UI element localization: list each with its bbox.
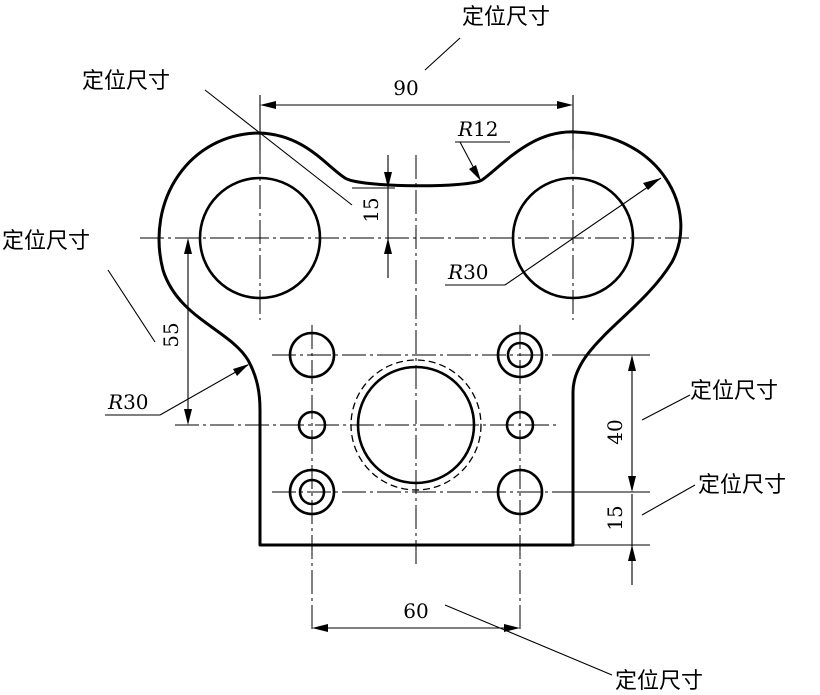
dimension-40: 40 <box>560 354 650 493</box>
locate-dim-label-top: 定位尺寸 <box>462 5 550 30</box>
leader-right-40 <box>641 394 691 421</box>
dimension-60: 60 <box>312 599 520 632</box>
dim-40-text: 40 <box>603 419 627 444</box>
radius-r30-right: R30 <box>445 177 662 286</box>
locate-dim-label-upper-left: 定位尺寸 <box>82 69 170 94</box>
dimension-90: 90 <box>259 76 574 150</box>
dim-60-text: 60 <box>403 599 428 623</box>
leader-left <box>107 269 156 343</box>
leader-right-15 <box>641 484 696 516</box>
r12-label: R12 <box>457 117 499 141</box>
r30-left-label: R30 <box>107 390 149 414</box>
dimension-15-right: 15 <box>573 494 650 585</box>
leader-bottom <box>444 604 613 676</box>
radius-r30-left: R30 <box>105 364 249 416</box>
radius-r12: R12 <box>455 117 510 181</box>
leader-top <box>424 37 461 71</box>
dim-15-right-text: 15 <box>603 505 627 530</box>
dimension-15-top: 15 <box>352 155 395 278</box>
dim-15-top-text: 15 <box>359 197 383 222</box>
dim-55-text: 55 <box>159 322 183 347</box>
dim-90-text: 90 <box>393 76 418 100</box>
locate-dim-label-left: 定位尺寸 <box>2 229 90 254</box>
locate-dim-label-right-15: 定位尺寸 <box>698 473 786 498</box>
part-outline <box>157 130 683 547</box>
dimension-55: 55 <box>159 238 192 425</box>
leader-upper-left <box>204 89 353 206</box>
locate-dim-label-right-40: 定位尺寸 <box>690 379 778 404</box>
locate-dim-label-bottom: 定位尺寸 <box>615 669 703 694</box>
r30-right-label: R30 <box>447 260 489 284</box>
